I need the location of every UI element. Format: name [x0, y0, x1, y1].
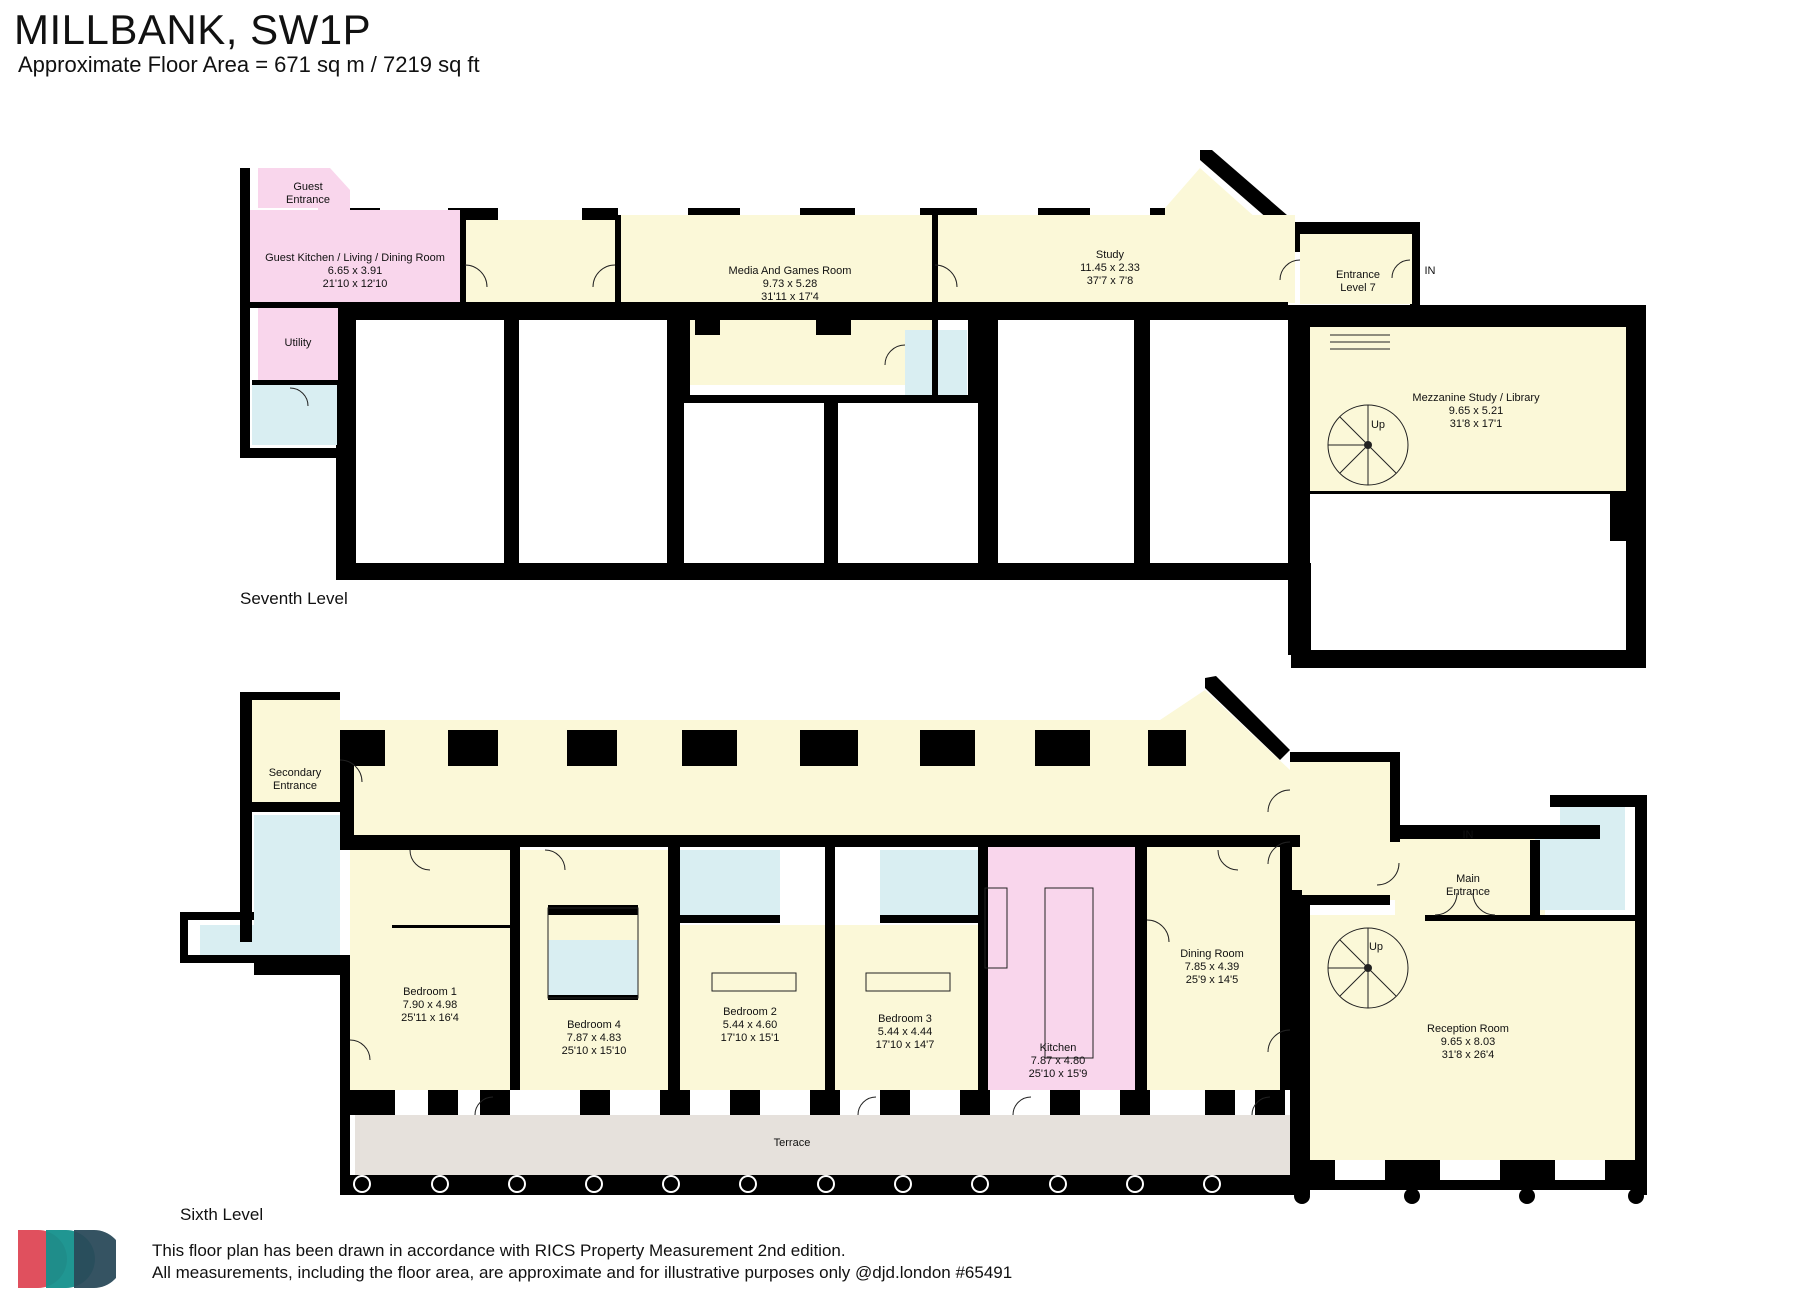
footer-line-1: This floor plan has been drawn in accord…	[152, 1241, 846, 1260]
djd-logo	[18, 1230, 116, 1288]
label-up-bottom: Up	[1369, 941, 1383, 953]
sixth-level-label: Sixth Level	[180, 1205, 263, 1224]
label-in-top: IN	[1425, 265, 1436, 277]
footer-line-2: All measurements, including the floor ar…	[152, 1263, 1013, 1282]
floor-area-subtitle: Approximate Floor Area = 671 sq m / 7219…	[18, 52, 480, 77]
entrance-steps	[1330, 334, 1390, 350]
seventh-level-label: Seventh Level	[240, 589, 348, 608]
label-utility: Utility	[285, 337, 312, 349]
spiral-stair-bottom	[1327, 927, 1409, 1009]
terrace-columns	[340, 1175, 1644, 1204]
label-terrace: Terrace	[774, 1137, 811, 1149]
spiral-stair-top	[1327, 404, 1409, 486]
footer-disclaimer: This floor plan has been drawn in accord…	[152, 1240, 1012, 1284]
label-in-bottom: IN	[1463, 829, 1474, 841]
page-title: MILLBANK, SW1P	[14, 6, 372, 53]
label-up-top: Up	[1371, 419, 1385, 431]
